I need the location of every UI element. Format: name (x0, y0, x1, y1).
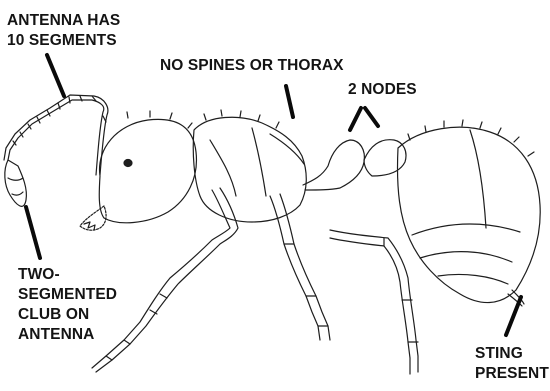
label-2-nodes: 2 NODES (348, 80, 417, 100)
label-two-segmented-club: TWO- SEGMENTED CLUB ON ANTENNA (18, 265, 117, 345)
pointer-club (26, 207, 40, 258)
label-no-spines-thorax: NO SPINES OR THORAX (160, 56, 344, 76)
petiole (303, 140, 364, 190)
pointer-node-1 (350, 108, 361, 130)
gaster (398, 120, 541, 306)
thorax (193, 110, 306, 222)
label-sting-present: STING PRESENT (475, 344, 549, 384)
label-club-line-3: CLUB ON (18, 305, 117, 325)
antenna (4, 95, 108, 206)
petiole-nodes (303, 140, 406, 190)
pointer-antenna-segments (47, 55, 64, 96)
legs (92, 188, 418, 374)
label-club-line-2: SEGMENTED (18, 285, 117, 305)
label-antenna-segments-line-2: 10 SEGMENTS (7, 31, 120, 51)
label-no-spines-thorax-line-1: NO SPINES OR THORAX (160, 56, 344, 76)
label-antenna-segments-line-1: ANTENNA HAS (7, 11, 120, 31)
label-antenna-segments: ANTENNA HAS 10 SEGMENTS (7, 11, 120, 51)
postpetiole (364, 140, 406, 176)
label-sting-present-line-1: STING (475, 344, 549, 364)
label-sting-present-line-2: PRESENT (475, 364, 549, 384)
pointer-thorax (286, 86, 293, 117)
head (80, 111, 196, 230)
label-2-nodes-line-1: 2 NODES (348, 80, 417, 100)
compound-eye (124, 160, 132, 167)
label-club-line-1: TWO- (18, 265, 117, 285)
pointer-sting (506, 297, 521, 335)
label-club-line-4: ANTENNA (18, 325, 117, 345)
pointer-node-2 (365, 108, 378, 126)
antennal-club (5, 160, 27, 206)
mandible (80, 206, 106, 230)
